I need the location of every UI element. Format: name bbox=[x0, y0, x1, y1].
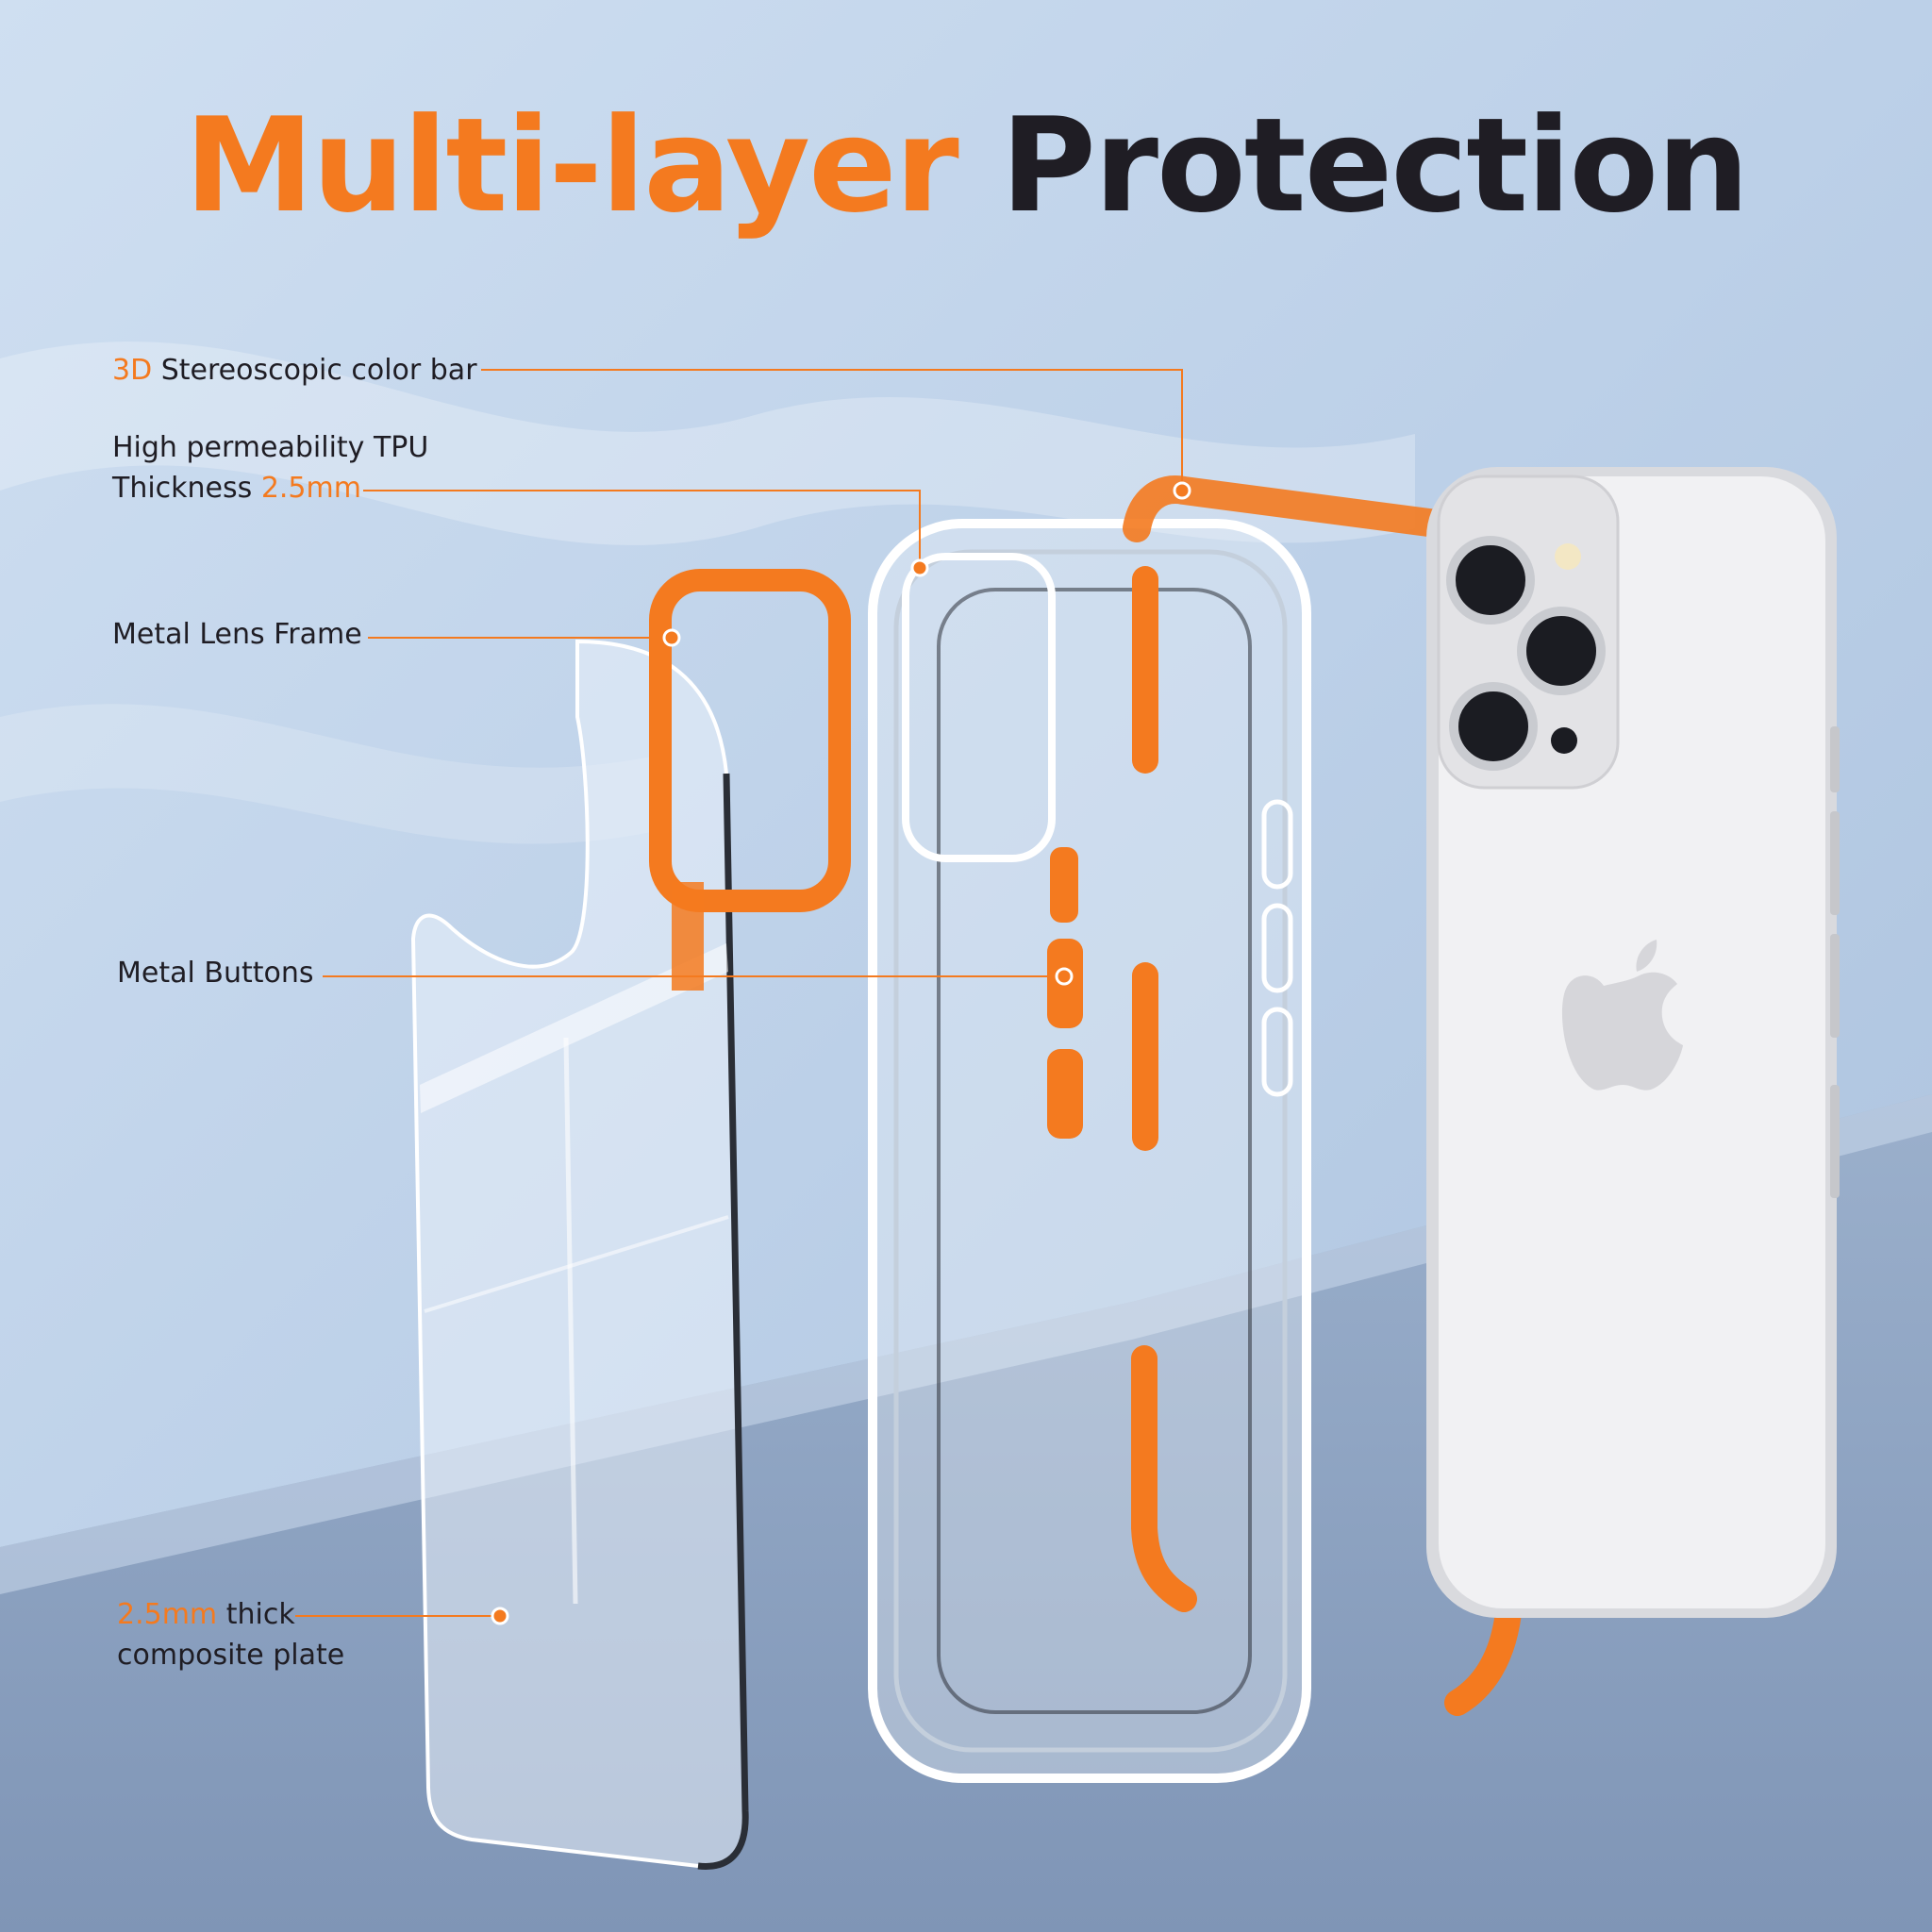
apple-logo-icon bbox=[1561, 940, 1683, 1091]
callout-plate-text: thick bbox=[217, 1598, 295, 1631]
callout-tpu-prefix: Thickness bbox=[112, 472, 261, 505]
composite-plate bbox=[410, 639, 749, 1870]
callout-plate-accent: 2.5mm bbox=[117, 1598, 218, 1631]
callout-color-bar-accent: 3D bbox=[112, 354, 153, 387]
camera-lens-1 bbox=[1446, 536, 1535, 625]
callout-color-bar: 3D Stereoscopic color bar bbox=[112, 350, 477, 391]
headline-main: Protection bbox=[1000, 90, 1750, 242]
callout-plate-line1: 2.5mm thick bbox=[117, 1594, 344, 1635]
callout-buttons: Metal Buttons bbox=[117, 957, 314, 990]
callout-color-bar-text: Stereoscopic color bar bbox=[152, 354, 477, 387]
phone bbox=[1426, 467, 1840, 1618]
metal-button-3 bbox=[1047, 1049, 1083, 1139]
callout-plate-line2: composite plate bbox=[117, 1639, 345, 1672]
camera-lens-3 bbox=[1449, 682, 1538, 771]
callout-tpu-accent: 2.5mm bbox=[260, 472, 361, 505]
tpu-case bbox=[868, 519, 1311, 1783]
callout-lens-frame: Metal Lens Frame bbox=[112, 618, 362, 651]
headline-accent: Multi-layer bbox=[184, 90, 959, 242]
dot-marker-icon bbox=[491, 481, 1191, 1625]
plate-color-strip bbox=[672, 882, 704, 991]
callout-tpu: High permeability TPU Thickness 2.5mm bbox=[112, 427, 428, 508]
leader-lines bbox=[295, 369, 1183, 1617]
flash bbox=[1555, 543, 1581, 570]
callout-tpu-line1: High permeability TPU bbox=[112, 431, 429, 464]
metal-button-1 bbox=[1050, 847, 1078, 923]
headline: Multi-layer Protection bbox=[0, 90, 1932, 242]
camera-lens-2 bbox=[1517, 607, 1606, 695]
lidar bbox=[1551, 727, 1577, 754]
callout-tpu-line2: Thickness 2.5mm bbox=[112, 468, 428, 508]
callout-plate: 2.5mm thick composite plate bbox=[117, 1594, 344, 1675]
lens-frame bbox=[649, 569, 851, 912]
